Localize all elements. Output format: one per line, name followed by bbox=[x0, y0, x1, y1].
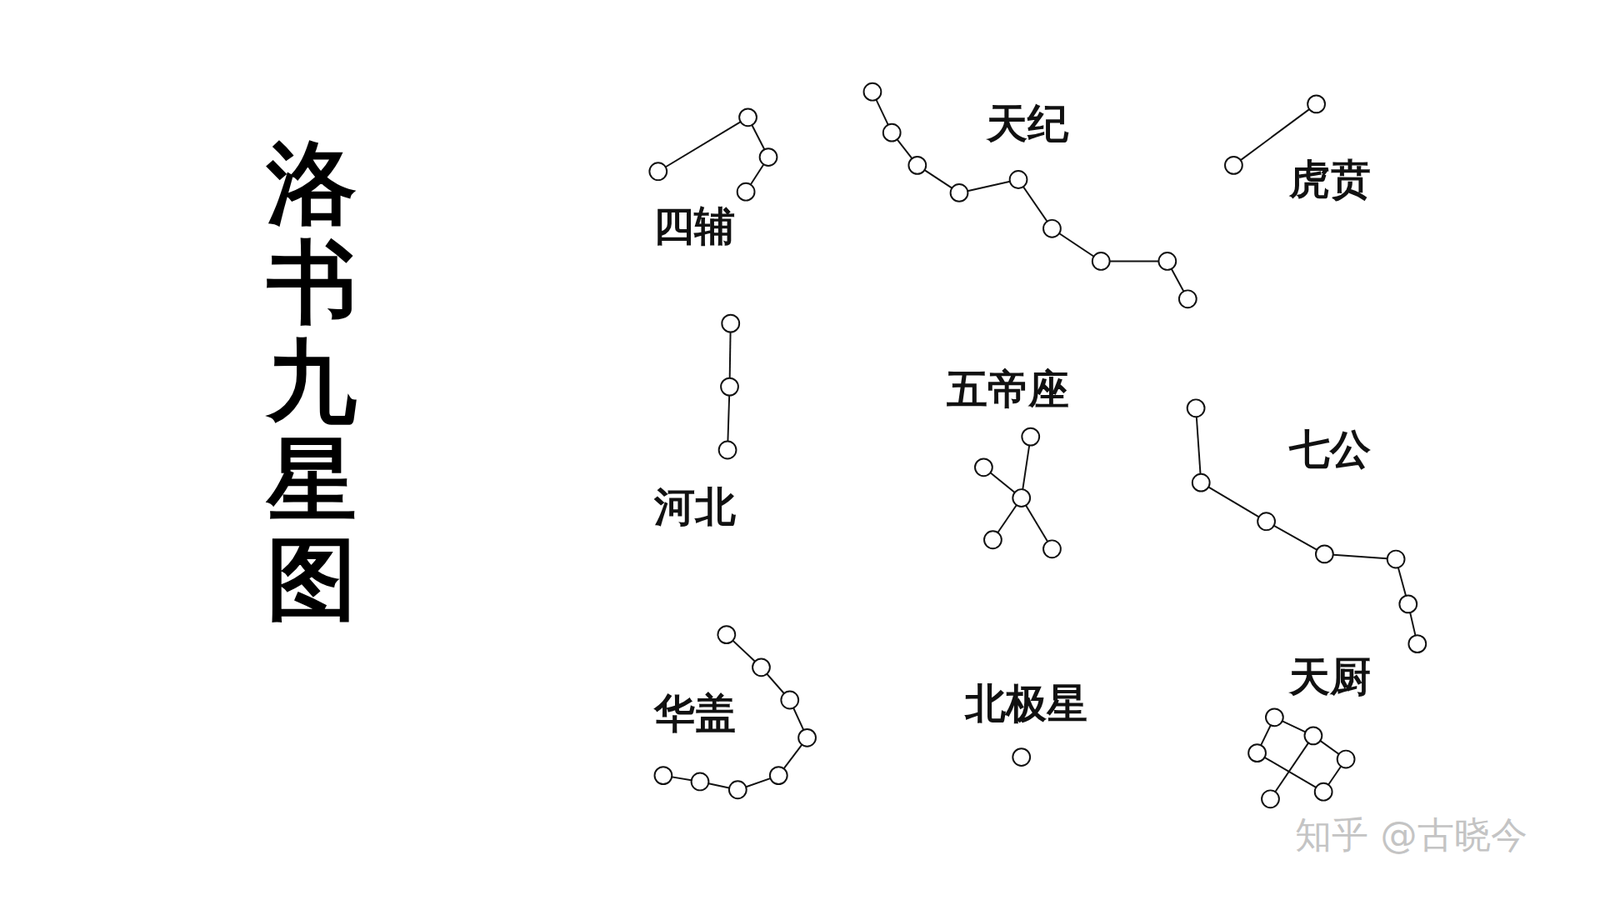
star bbox=[1315, 783, 1333, 801]
star bbox=[1158, 252, 1176, 270]
star bbox=[770, 766, 788, 785]
star bbox=[1387, 550, 1405, 569]
star-name: 四辅 bbox=[653, 199, 735, 255]
star-groups bbox=[649, 83, 1426, 808]
star bbox=[780, 691, 799, 710]
star-link bbox=[730, 323, 731, 387]
asterism bbox=[719, 315, 740, 460]
star bbox=[1187, 399, 1205, 417]
star bbox=[883, 124, 901, 142]
star bbox=[950, 184, 969, 202]
star bbox=[975, 458, 993, 476]
star bbox=[1010, 170, 1028, 189]
star bbox=[1265, 708, 1284, 726]
star bbox=[1012, 748, 1030, 766]
asterism bbox=[975, 428, 1061, 559]
star-link bbox=[1270, 735, 1313, 800]
star-name: 华盖 bbox=[654, 686, 736, 742]
star bbox=[1305, 726, 1323, 745]
star bbox=[721, 315, 740, 333]
asterism bbox=[655, 625, 816, 799]
star bbox=[798, 729, 816, 747]
star bbox=[739, 108, 757, 126]
star-link bbox=[658, 117, 749, 172]
star bbox=[1261, 790, 1280, 808]
star-link bbox=[1100, 260, 1168, 262]
asterism bbox=[1012, 748, 1030, 766]
star bbox=[1399, 595, 1417, 613]
star bbox=[864, 83, 882, 101]
star bbox=[655, 766, 673, 785]
star-link bbox=[727, 386, 730, 450]
star bbox=[752, 658, 770, 676]
star bbox=[984, 530, 1002, 549]
star-link bbox=[1200, 482, 1266, 522]
star bbox=[649, 162, 667, 180]
star-link bbox=[1257, 753, 1325, 793]
star bbox=[1248, 744, 1266, 762]
star bbox=[1179, 290, 1197, 308]
star-link bbox=[1195, 408, 1201, 483]
star-name: 五帝座 bbox=[946, 362, 1070, 418]
asterism bbox=[864, 83, 1197, 308]
star bbox=[1043, 220, 1061, 238]
star-name: 天厨 bbox=[1289, 650, 1371, 705]
star-name: 北极星 bbox=[965, 676, 1088, 732]
star-link bbox=[1266, 521, 1325, 555]
star bbox=[691, 773, 710, 791]
star bbox=[1043, 540, 1061, 558]
star bbox=[1408, 635, 1426, 653]
star bbox=[1337, 750, 1355, 769]
star bbox=[729, 780, 747, 799]
star bbox=[1307, 95, 1325, 113]
star-name: 河北 bbox=[654, 480, 736, 535]
title: 洛书九星图 bbox=[266, 133, 357, 629]
star bbox=[720, 378, 739, 396]
star-name: 七公 bbox=[1289, 422, 1371, 478]
star bbox=[1315, 545, 1334, 563]
star bbox=[760, 148, 778, 166]
star bbox=[1192, 474, 1210, 492]
watermark: 知乎 @古晓今 bbox=[1295, 810, 1527, 860]
star bbox=[1257, 512, 1275, 530]
star bbox=[717, 625, 735, 644]
star-name: 虎贲 bbox=[1289, 152, 1371, 208]
asterism bbox=[1248, 708, 1355, 808]
star bbox=[1012, 489, 1030, 507]
star-link bbox=[1324, 554, 1396, 560]
asterism bbox=[649, 108, 777, 200]
star-name: 天纪 bbox=[986, 96, 1069, 152]
star bbox=[719, 441, 737, 460]
star bbox=[1021, 428, 1040, 446]
asterism bbox=[1187, 399, 1427, 653]
star bbox=[1092, 252, 1110, 270]
star bbox=[1225, 156, 1243, 175]
star bbox=[737, 183, 755, 201]
star bbox=[908, 156, 926, 175]
